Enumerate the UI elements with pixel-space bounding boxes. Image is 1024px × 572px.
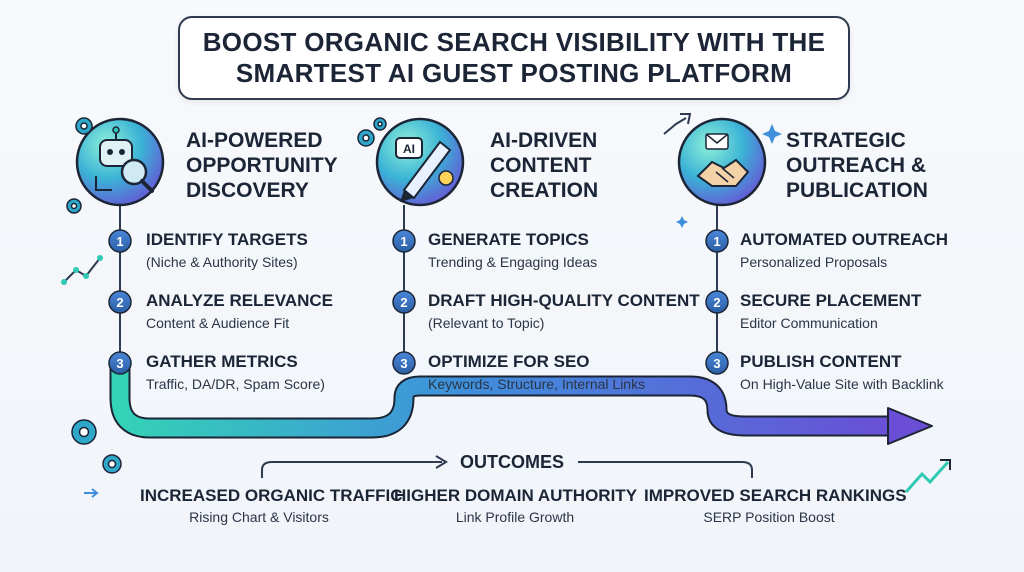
column-2-step-3-subtitle: Keywords, Structure, Internal Links — [428, 376, 646, 392]
column-3-step-2-subtitle: Editor Communication — [740, 315, 878, 331]
step-number-text: 3 — [116, 356, 123, 371]
flow-arrow-body — [111, 365, 892, 437]
column-1-step-3-subtitle: Traffic, DA/DR, Spam Score) — [146, 376, 325, 392]
step-number-text: 2 — [116, 295, 123, 310]
mini-line-chart-icon — [61, 255, 103, 285]
svg-text:AI: AI — [403, 142, 415, 156]
robot-magnifier-icon — [75, 117, 165, 207]
column-3-step-1-title: AUTOMATED OUTREACH — [740, 230, 949, 249]
column-1-step-3-title: GATHER METRICS — [146, 352, 298, 371]
column-2-step-3-title: OPTIMIZE FOR SEO — [428, 352, 590, 371]
outcome-3-title: IMPROVED SEARCH RANKINGS — [644, 486, 907, 505]
outcome-2-title: HIGHER DOMAIN AUTHORITY — [394, 486, 638, 505]
handshake-icon — [677, 117, 767, 207]
sparkle-icon — [676, 124, 782, 228]
step-number-badge: 2 — [108, 290, 132, 314]
step-number-text: 1 — [713, 234, 720, 249]
step-number-text: 1 — [116, 234, 123, 249]
column-1-step-2-subtitle: Content & Audience Fit — [146, 315, 290, 331]
step-number-badge: 1 — [705, 229, 729, 253]
column-2-step-1-title: GENERATE TOPICS — [428, 230, 589, 249]
column-2-step-2-title: DRAFT HIGH-QUALITY CONTENT — [428, 291, 700, 310]
column-3-step-1-subtitle: Personalized Proposals — [740, 254, 888, 270]
step-number-badge: 2 — [705, 290, 729, 314]
gear-icon — [66, 117, 387, 474]
step-number-text: 3 — [400, 356, 407, 371]
column-1-step-1-subtitle: (Niche & Authority Sites) — [146, 254, 298, 270]
ai-pen-icon: AI — [375, 117, 465, 207]
step-number-text: 2 — [400, 295, 407, 310]
column-1-title-line-3: DISCOVERY — [186, 179, 309, 202]
title-box: BOOST ORGANIC SEARCH VISIBILITY WITH THE… — [178, 16, 850, 100]
column-2-title-line-3: CREATION — [490, 179, 599, 202]
column-2-step-1-subtitle: Trending & Engaging Ideas — [428, 254, 598, 270]
column-3-step-3-title: PUBLISH CONTENT — [740, 352, 902, 371]
column-3-step-2-title: SECURE PLACEMENT — [740, 291, 922, 310]
outcome-2-subtitle: Link Profile Growth — [455, 509, 575, 525]
step-number-text: 1 — [400, 234, 407, 249]
column-2-title-line-2: CONTENT — [490, 154, 592, 177]
column-1-step-1-title: IDENTIFY TARGETS — [146, 230, 308, 249]
title-line-1: BOOST ORGANIC SEARCH VISIBILITY WITH THE — [202, 27, 826, 57]
outcome-3-subtitle: SERP Position Boost — [703, 509, 835, 525]
step-number-badge: 1 — [108, 229, 132, 253]
step-number-text: 3 — [713, 356, 720, 371]
outcome-1-subtitle: Rising Chart & Visitors — [189, 509, 329, 525]
step-number-badge: 1 — [392, 229, 416, 253]
step-number-text: 2 — [713, 295, 720, 310]
column-3-step-3-subtitle: On High-Value Site with Backlink — [740, 376, 944, 392]
column-3-title-line-2: OUTREACH & — [786, 154, 926, 177]
outcomes-bracket-right — [578, 461, 753, 478]
column-2-title-line-1: AI-DRIVEN — [490, 129, 598, 152]
small-arrow-icon — [84, 488, 99, 498]
column-1-title-line-1: AI-POWERED — [186, 129, 323, 152]
step-number-badge: 2 — [392, 290, 416, 314]
step-number-badge: 3 — [108, 351, 132, 375]
column-3-title-line-3: PUBLICATION — [786, 179, 928, 202]
column-3-title-line-1: STRATEGIC — [786, 129, 906, 152]
outcome-1-title: INCREASED ORGANIC TRAFFIC — [140, 486, 403, 505]
title-line-2: SMARTEST AI GUEST POSTING PLATFORM — [235, 58, 793, 88]
column-1-title-line-2: OPPORTUNITY — [186, 154, 338, 177]
step-number-badge: 3 — [705, 351, 729, 375]
outcomes-bracket-left — [261, 461, 442, 478]
outcomes-label: OUTCOMES — [460, 452, 565, 472]
outcomes-bracket-arrowhead — [435, 455, 448, 469]
step-number-badge: 3 — [392, 351, 416, 375]
column-2-step-2-subtitle: (Relevant to Topic) — [428, 315, 545, 331]
flow-arrow-head — [887, 407, 933, 445]
column-1-step-2-title: ANALYZE RELEVANCE — [146, 291, 334, 310]
trend-up-arrow-icon — [663, 113, 951, 493]
